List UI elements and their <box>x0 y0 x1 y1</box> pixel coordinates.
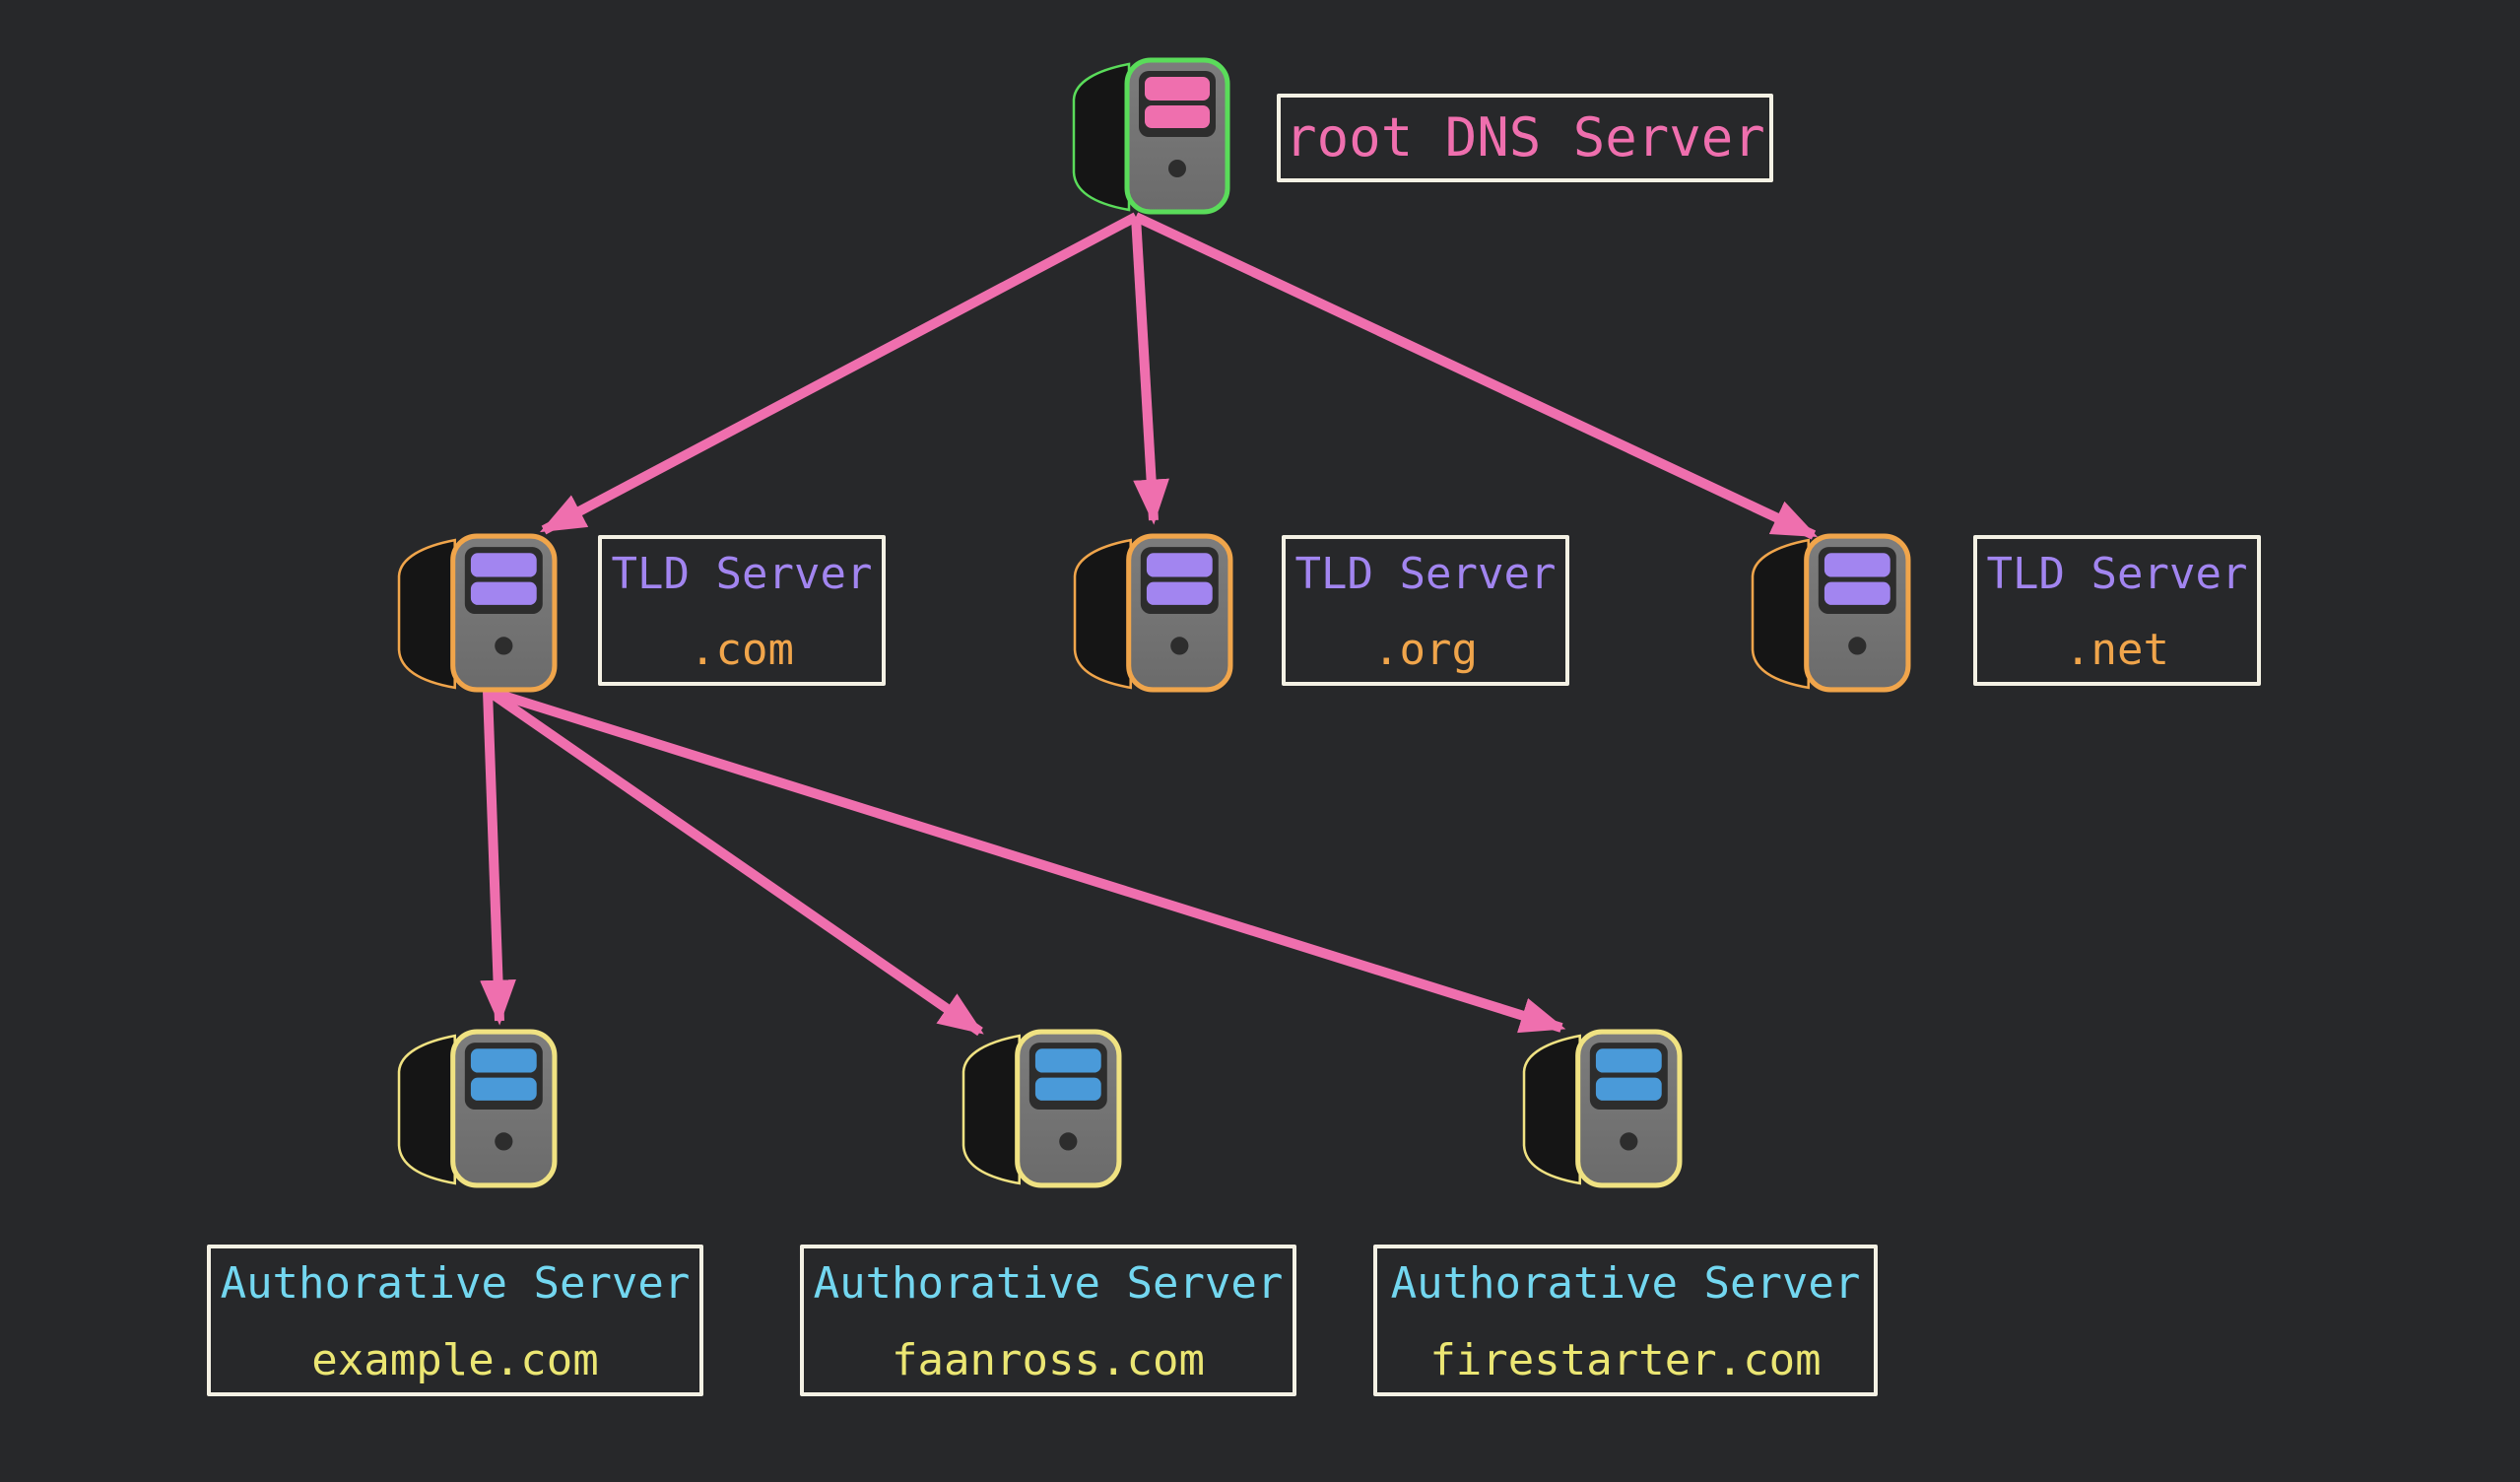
arrow-root-to-tld-net <box>1133 212 1819 540</box>
auth-faanross-server-icon <box>962 1029 1122 1188</box>
tld-com-subtitle: .com <box>690 625 794 676</box>
tld-net-label: TLD Server .net <box>1973 535 2261 686</box>
tld-org-subtitle: .org <box>1373 625 1478 676</box>
auth-example-title: Authorative Server <box>220 1258 691 1309</box>
tld-com-label: TLD Server .com <box>598 535 886 686</box>
auth-example-subtitle: example.com <box>311 1335 599 1386</box>
auth-firestarter-title: Authorative Server <box>1390 1258 1861 1309</box>
root-server-icon <box>1072 57 1230 215</box>
root-dns-server-label: root DNS Server <box>1277 94 1773 182</box>
tld-com-server-icon <box>397 533 558 693</box>
tld-net-subtitle: .net <box>2065 625 2169 676</box>
auth-firestarter-subtitle: firestarter.com <box>1429 1335 1822 1386</box>
auth-firestarter-server-icon <box>1522 1029 1683 1188</box>
arrow-root-to-tld-com <box>539 212 1139 535</box>
auth-faanross-title: Authorative Server <box>813 1258 1284 1309</box>
auth-firestarter-label: Authorative Server firestarter.com <box>1373 1245 1878 1396</box>
tld-org-server-icon <box>1073 533 1233 693</box>
auth-faanross-subtitle: faanross.com <box>892 1335 1205 1386</box>
arrow-tldcom-to-auth-example <box>480 690 516 1026</box>
tld-org-title: TLD Server <box>1294 549 1557 599</box>
tld-net-title: TLD Server <box>1986 549 2248 599</box>
root-label-text: root DNS Server <box>1285 105 1765 168</box>
arrow-tldcom-to-auth-firestarter <box>486 686 1566 1034</box>
tld-org-label: TLD Server .org <box>1282 535 1569 686</box>
arrow-tldcom-to-auth-faanross <box>485 686 984 1037</box>
arrow-root-to-tld-org <box>1131 216 1169 525</box>
auth-example-label: Authorative Server example.com <box>207 1245 703 1396</box>
auth-example-server-icon <box>397 1029 558 1188</box>
tld-com-title: TLD Server <box>611 549 873 599</box>
auth-faanross-label: Authorative Server faanross.com <box>800 1245 1296 1396</box>
tld-net-server-icon <box>1751 533 1911 693</box>
